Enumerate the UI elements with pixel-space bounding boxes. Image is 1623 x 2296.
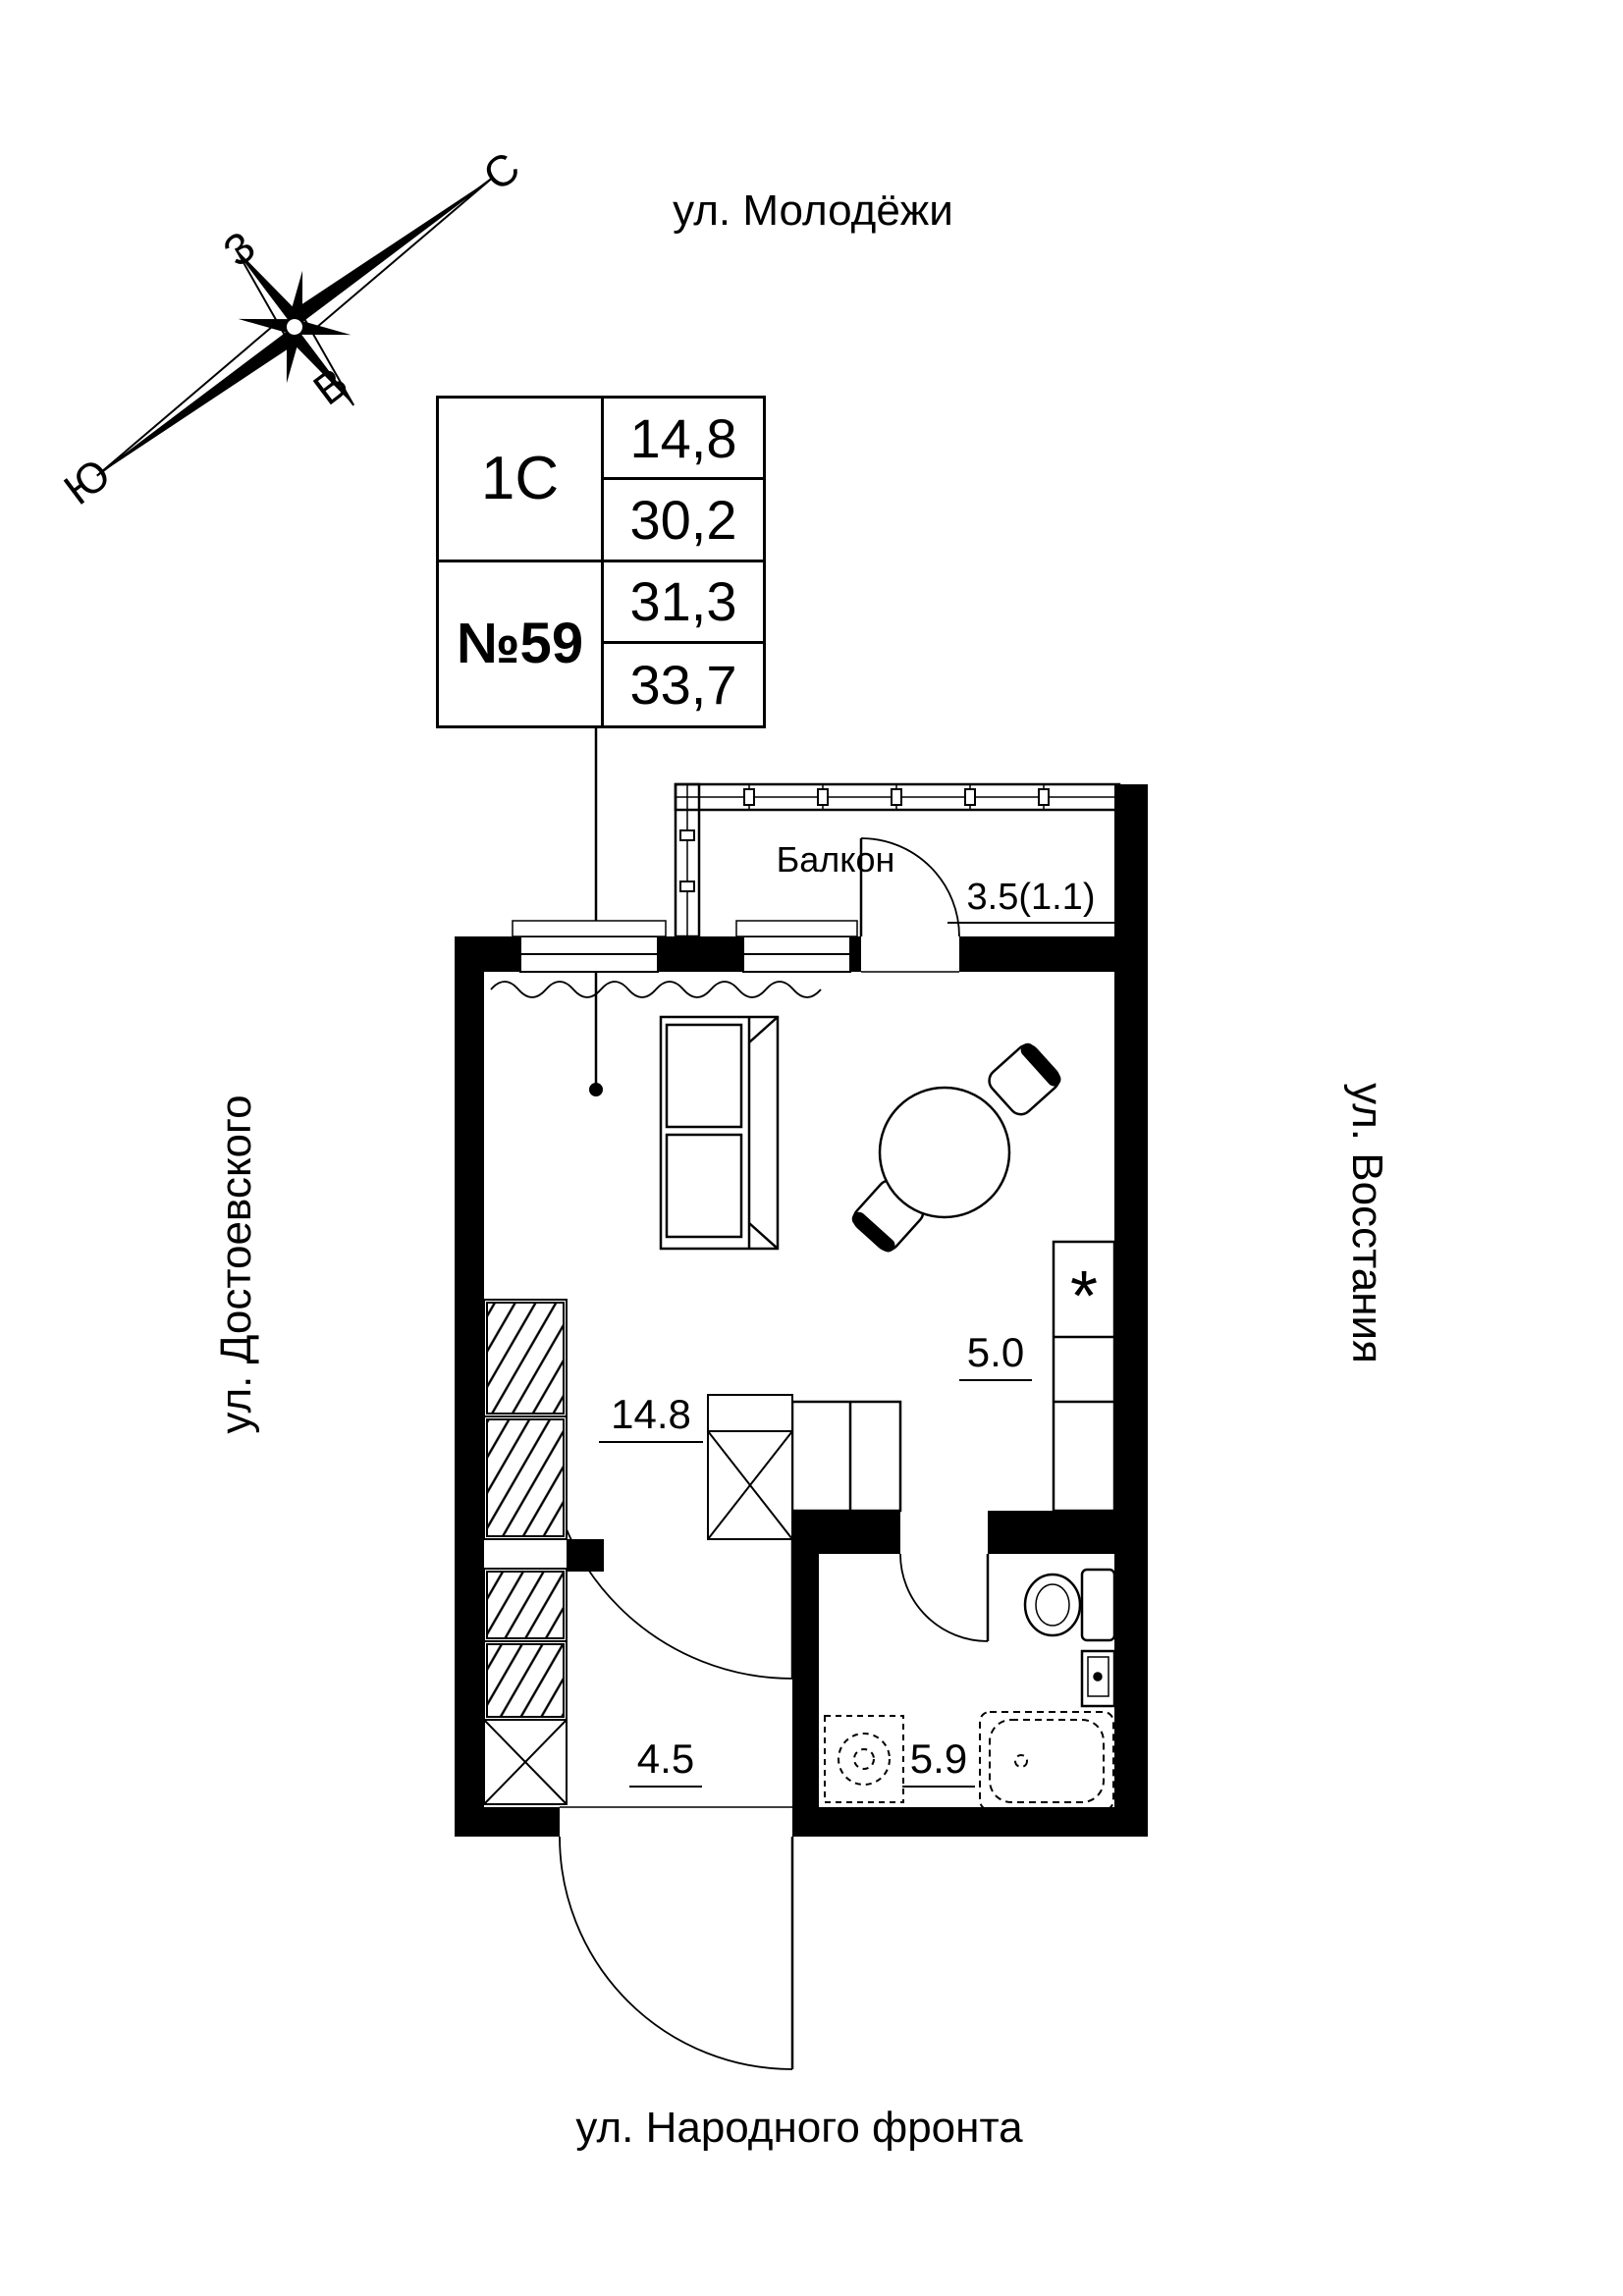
street-label-bottom: ул. Народного фронта (575, 2104, 1023, 2152)
area-value-total-with-balcony: 33,7 (629, 653, 737, 716)
stove-symbol: * (1070, 1257, 1098, 1336)
balcony-label: Балкон (777, 839, 895, 880)
entry-door (559, 1806, 794, 2070)
washing-machine (824, 1715, 904, 1803)
compass-north-label: С (475, 143, 529, 200)
kitchen-counter (790, 1240, 1116, 1513)
balcony-glazing (674, 782, 1121, 938)
wardrobe-upper (483, 1299, 568, 1540)
sofa (659, 1015, 780, 1251)
compass-west-label: З (215, 222, 265, 276)
apartment-card: 1С №59 14,8 30,2 31,3 33,7 (436, 396, 766, 728)
window-1 (512, 920, 667, 973)
dining-table (878, 1086, 1011, 1219)
bathroom-area-label: 5.9 (910, 1735, 967, 1782)
bathtub (979, 1711, 1114, 1811)
compass-south-label: Ю (56, 450, 120, 514)
toilet (1023, 1568, 1116, 1642)
compass-rose: С З В Ю (56, 143, 529, 514)
area-value-living: 14,8 (604, 399, 763, 481)
compass-east-label: В (305, 359, 357, 415)
dining-chair (988, 1042, 1061, 1116)
walls (455, 784, 1148, 1837)
area-value-total: 31,3 (604, 562, 763, 644)
apartment-number: №59 (439, 561, 604, 725)
plan-labels: Балкон 3.5(1.1) 14.8 5.0 4.5 5.9 (599, 839, 1114, 1788)
living-area-label: 14.8 (611, 1391, 691, 1437)
leader-line (589, 722, 603, 1096)
balcony-door (859, 837, 960, 973)
bathroom-sink (1080, 1649, 1116, 1708)
window-2 (735, 920, 858, 973)
insulation-line (490, 981, 822, 998)
area-value-residential: 30,2 (604, 480, 763, 562)
bathroom-door (899, 1553, 990, 1642)
hall-area-label: 4.5 (637, 1735, 694, 1782)
ventilation-shaft (707, 1394, 793, 1540)
apartment-type: 1С (439, 399, 604, 562)
wardrobe-lower (483, 1568, 568, 1805)
street-label-top: ул. Молодёжи (673, 187, 953, 235)
balcony-area-label: 3.5(1.1) (967, 877, 1096, 918)
kitchen-area-label: 5.0 (967, 1329, 1024, 1375)
street-label-left: ул. Достоевского (212, 1095, 260, 1434)
street-label-right: ул. Восстания (1343, 1083, 1391, 1363)
